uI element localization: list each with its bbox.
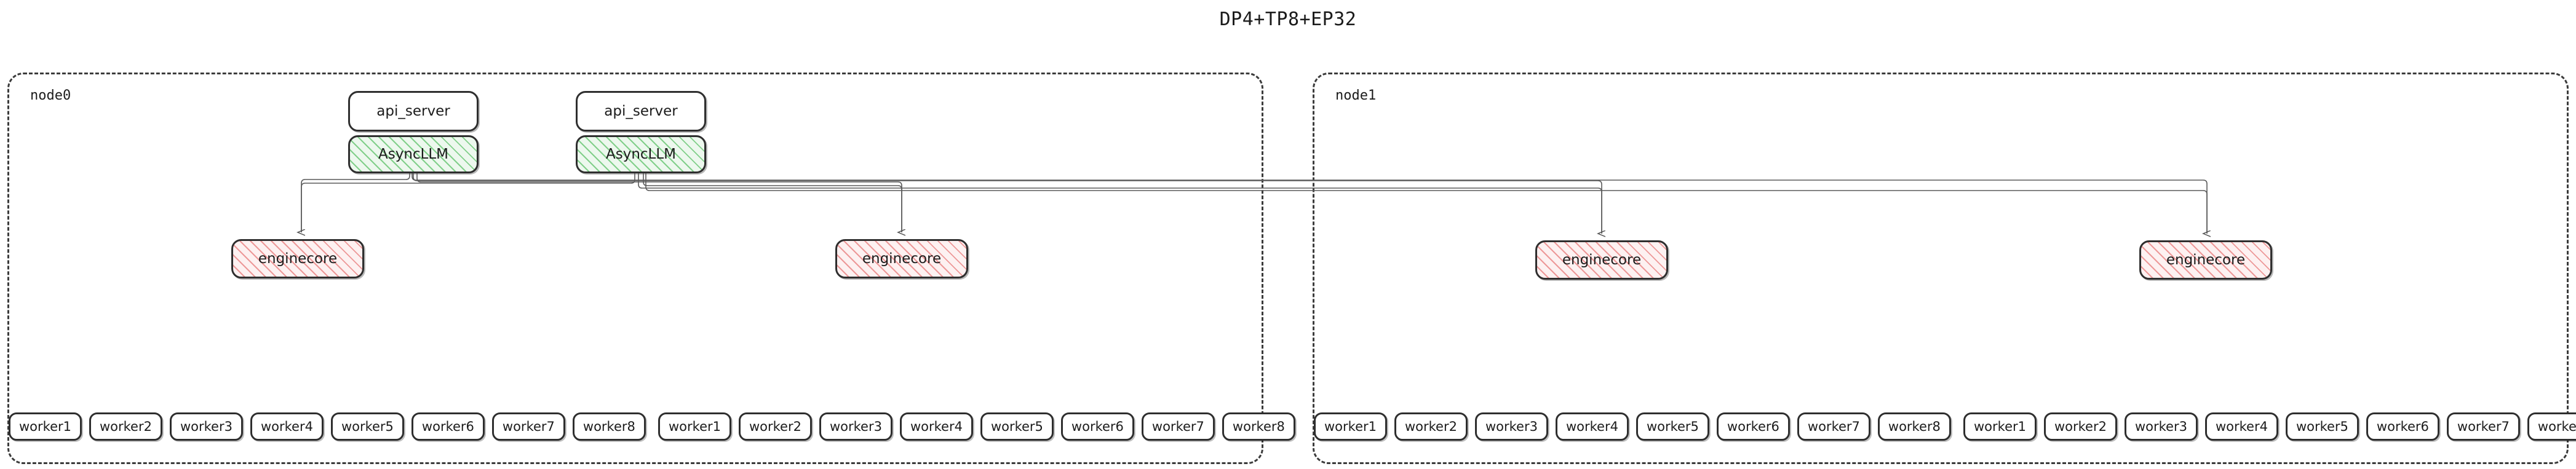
worker-label: worker4	[2215, 419, 2268, 434]
worker-label: worker8	[1232, 419, 1285, 434]
worker-label: worker6	[1727, 419, 1779, 434]
worker-box[interactable]: worker6	[1716, 412, 1790, 441]
worker-label: worker1	[19, 419, 71, 434]
worker-label: worker6	[421, 419, 474, 434]
worker-box[interactable]: worker3	[819, 412, 892, 441]
worker-label: worker4	[910, 419, 963, 434]
worker-label: worker6	[2376, 419, 2429, 434]
enginecore-box-3[interactable]: enginecore	[2139, 240, 2272, 280]
worker-box[interactable]: worker4	[2204, 412, 2278, 441]
worker-label: worker8	[2537, 419, 2576, 434]
enginecore-label: enginecore	[862, 251, 942, 267]
worker-box[interactable]: worker7	[2446, 412, 2520, 441]
enginecore-label: enginecore	[258, 251, 338, 267]
worker-label: worker1	[1324, 419, 1377, 434]
worker-label: worker3	[2134, 419, 2187, 434]
asyncllm-label: AsyncLLM	[605, 146, 677, 162]
worker-box[interactable]: worker5	[980, 412, 1054, 441]
api-server-label: api_server	[376, 103, 450, 119]
worker-box[interactable]: worker2	[738, 412, 812, 441]
api-server-box-1[interactable]: api_server	[576, 91, 706, 132]
worker-label: worker5	[341, 419, 394, 434]
worker-box[interactable]: worker7	[491, 412, 565, 441]
worker-box[interactable]: worker8	[1222, 412, 1295, 441]
worker-box[interactable]: worker8	[572, 412, 646, 441]
enginecore-box-0[interactable]: enginecore	[231, 239, 364, 278]
asyncllm-box-0[interactable]: AsyncLLM	[348, 135, 479, 173]
node-label-node0: node0	[30, 88, 71, 103]
worker-box[interactable]: worker1	[9, 412, 82, 441]
node-label-node1: node1	[1335, 88, 1377, 103]
worker-box[interactable]: worker2	[1394, 412, 1468, 441]
worker-box[interactable]: worker6	[411, 412, 485, 441]
worker-label: worker5	[2296, 419, 2348, 434]
worker-box[interactable]: worker7	[1797, 412, 1870, 441]
page-title: DP4+TP8+EP32	[1219, 9, 1357, 30]
worker-label: worker2	[2054, 419, 2107, 434]
worker-label: worker2	[749, 419, 801, 434]
worker-label: worker3	[1485, 419, 1538, 434]
api-server-box-0[interactable]: api_server	[348, 91, 479, 132]
worker-box[interactable]: worker5	[1636, 412, 1709, 441]
worker-label: worker3	[829, 419, 882, 434]
worker-label: worker4	[1565, 419, 1618, 434]
worker-box[interactable]: worker5	[330, 412, 404, 441]
worker-label: worker5	[1646, 419, 1699, 434]
asyncllm-label: AsyncLLM	[378, 146, 449, 162]
worker-group-3: worker1 worker2 worker3 worker4 worker5 …	[1963, 412, 2576, 441]
worker-label: worker7	[2457, 419, 2510, 434]
node-container-node0: node0	[7, 73, 1263, 464]
worker-box[interactable]: worker5	[2285, 412, 2359, 441]
worker-box[interactable]: worker3	[169, 412, 243, 441]
worker-label: worker6	[1071, 419, 1124, 434]
enginecore-box-1[interactable]: enginecore	[835, 239, 968, 278]
worker-label: worker8	[1888, 419, 1941, 434]
worker-label: worker1	[1974, 419, 2026, 434]
worker-box[interactable]: worker3	[2124, 412, 2198, 441]
enginecore-label: enginecore	[2166, 252, 2246, 268]
asyncllm-box-1[interactable]: AsyncLLM	[576, 135, 706, 173]
worker-label: worker3	[180, 419, 233, 434]
worker-label: worker2	[99, 419, 152, 434]
worker-box[interactable]: worker6	[2366, 412, 2439, 441]
worker-box[interactable]: worker4	[250, 412, 324, 441]
worker-box[interactable]: worker2	[2043, 412, 2117, 441]
worker-group-2: worker1 worker2 worker3 worker4 worker5 …	[1314, 412, 1951, 441]
worker-box[interactable]: worker4	[1555, 412, 1629, 441]
worker-label: worker5	[990, 419, 1043, 434]
worker-group-1: worker1 worker2 worker3 worker4 worker5 …	[658, 412, 1295, 441]
node-container-node1: node1	[1313, 73, 2569, 464]
worker-box[interactable]: worker2	[89, 412, 162, 441]
worker-label: worker4	[260, 419, 313, 434]
enginecore-box-2[interactable]: enginecore	[1535, 240, 1668, 280]
worker-box[interactable]: worker8	[1877, 412, 1951, 441]
worker-box[interactable]: worker7	[1141, 412, 1215, 441]
worker-label: worker1	[669, 419, 721, 434]
worker-box[interactable]: worker1	[1314, 412, 1387, 441]
worker-box[interactable]: worker1	[658, 412, 731, 441]
worker-box[interactable]: worker6	[1060, 412, 1134, 441]
worker-box[interactable]: worker3	[1474, 412, 1548, 441]
worker-label: worker7	[1807, 419, 1860, 434]
worker-group-0: worker1 worker2 worker3 worker4 worker5 …	[9, 412, 646, 441]
worker-label: worker7	[502, 419, 555, 434]
worker-label: worker8	[582, 419, 635, 434]
api-server-label: api_server	[604, 103, 678, 119]
enginecore-label: enginecore	[1562, 252, 1642, 268]
worker-box[interactable]: worker8	[2527, 412, 2576, 441]
worker-box[interactable]: worker1	[1963, 412, 2037, 441]
worker-box[interactable]: worker4	[899, 412, 973, 441]
worker-label: worker7	[1151, 419, 1204, 434]
worker-label: worker2	[1404, 419, 1457, 434]
